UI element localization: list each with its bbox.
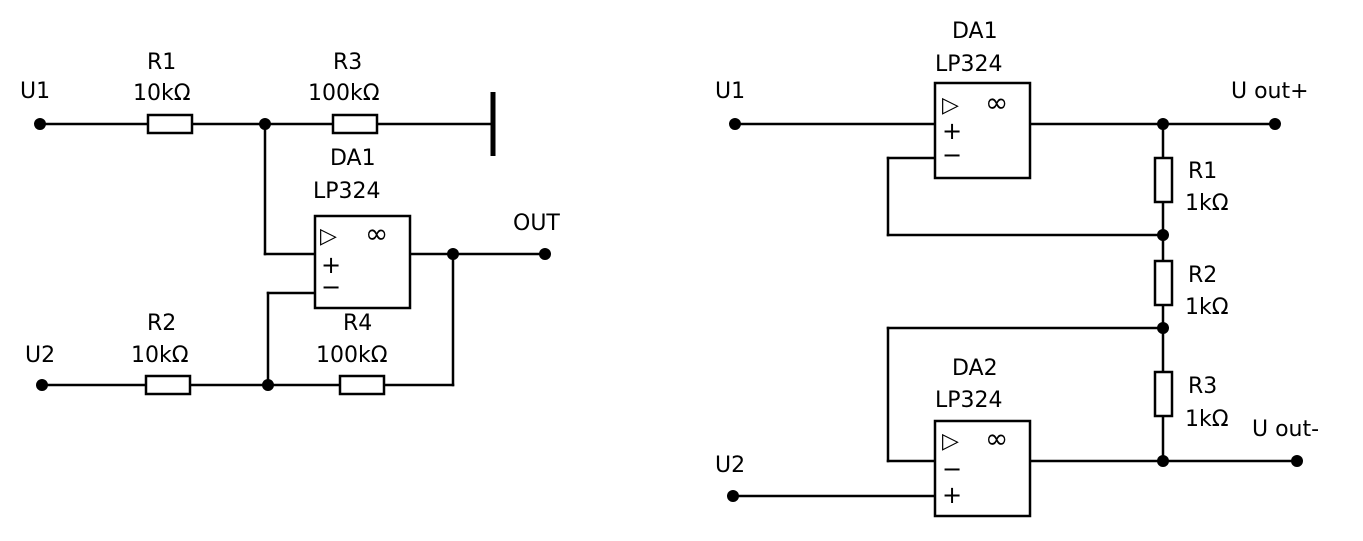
right-circuit: ▷ ∞ + − ▷ ∞ − + DA1 LP324 U1 U out+	[715, 19, 1319, 518]
resistor-r2	[144, 374, 192, 396]
label-out-plus: U out+	[1231, 79, 1309, 104]
label-out: OUT	[513, 211, 560, 236]
label-r3-value: 100kΩ	[308, 81, 380, 106]
terminal-u1	[729, 118, 741, 130]
terminal-u2	[727, 490, 739, 502]
opamp-da1: ▷ ∞ + −	[933, 81, 1032, 180]
inverting-input-sign: −	[321, 273, 341, 301]
label-r2-name: R2	[147, 311, 176, 336]
label-r1-value: 10kΩ	[133, 81, 191, 106]
junction-node	[1157, 229, 1169, 241]
right-nodes	[727, 118, 1303, 502]
label-r1-name: R1	[147, 50, 176, 75]
resistor-r1	[1153, 156, 1174, 204]
junction-node	[1157, 455, 1169, 467]
label-u1: U1	[20, 79, 50, 104]
label-r3-name: R3	[333, 50, 362, 75]
infinity-icon: ∞	[365, 217, 388, 250]
infinity-icon: ∞	[985, 422, 1008, 455]
terminal-out-plus	[1269, 118, 1281, 130]
junction-node	[1157, 118, 1169, 130]
infinity-icon: ∞	[985, 86, 1008, 119]
left-nodes	[34, 118, 551, 391]
inverting-input-sign: −	[942, 455, 962, 483]
buffer-icon: ▷	[942, 93, 959, 118]
label-r4-name: R4	[343, 311, 372, 336]
label-da1-part: LP324	[935, 52, 1003, 77]
label-r1-value: 1kΩ	[1185, 191, 1229, 216]
terminal-u2	[36, 379, 48, 391]
junction-node	[262, 379, 274, 391]
label-r2-value: 1kΩ	[1185, 295, 1229, 320]
label-r2-value: 10kΩ	[131, 343, 189, 368]
label-da1-name: DA1	[952, 19, 998, 44]
noninverting-input-sign: +	[942, 117, 962, 145]
junction-node	[1157, 322, 1169, 334]
resistor-r1	[146, 113, 194, 135]
noninverting-input-sign: +	[321, 251, 341, 279]
label-da2-name: DA2	[952, 356, 998, 381]
junction-node	[447, 248, 459, 260]
buffer-icon: ▷	[320, 224, 337, 249]
noninverting-input-sign: +	[942, 481, 962, 509]
label-r1-name: R1	[1188, 159, 1217, 184]
opamp-da2: ▷ ∞ − +	[933, 419, 1032, 518]
label-r2-name: R2	[1188, 263, 1217, 288]
resistor-r2	[1153, 259, 1174, 307]
label-u2: U2	[715, 453, 745, 478]
terminal-u1	[34, 118, 46, 130]
resistor-r3	[331, 113, 379, 135]
label-u1: U1	[715, 79, 745, 104]
terminal-out	[539, 248, 551, 260]
label-r4-value: 100kΩ	[316, 343, 388, 368]
inverting-input-sign: −	[942, 141, 962, 169]
label-da2-part: LP324	[935, 388, 1003, 413]
junction-node	[259, 118, 271, 130]
left-circuit: ▷ ∞ + − U1 R1 10kΩ R3 100kΩ DA1 LP324 OU…	[20, 50, 560, 396]
opamp-da1: ▷ ∞ + −	[313, 214, 412, 310]
label-da1-name: DA1	[330, 146, 376, 171]
buffer-icon: ▷	[942, 429, 959, 454]
label-out-minus: U out-	[1252, 417, 1319, 442]
resistor-r4	[338, 374, 386, 396]
label-r3-name: R3	[1188, 374, 1217, 399]
resistor-r3	[1153, 370, 1174, 418]
label-u2: U2	[25, 343, 55, 368]
left-wires	[38, 122, 547, 387]
label-r3-value: 1kΩ	[1185, 407, 1229, 432]
terminal-out-minus	[1291, 455, 1303, 467]
label-da1-part: LP324	[313, 179, 381, 204]
